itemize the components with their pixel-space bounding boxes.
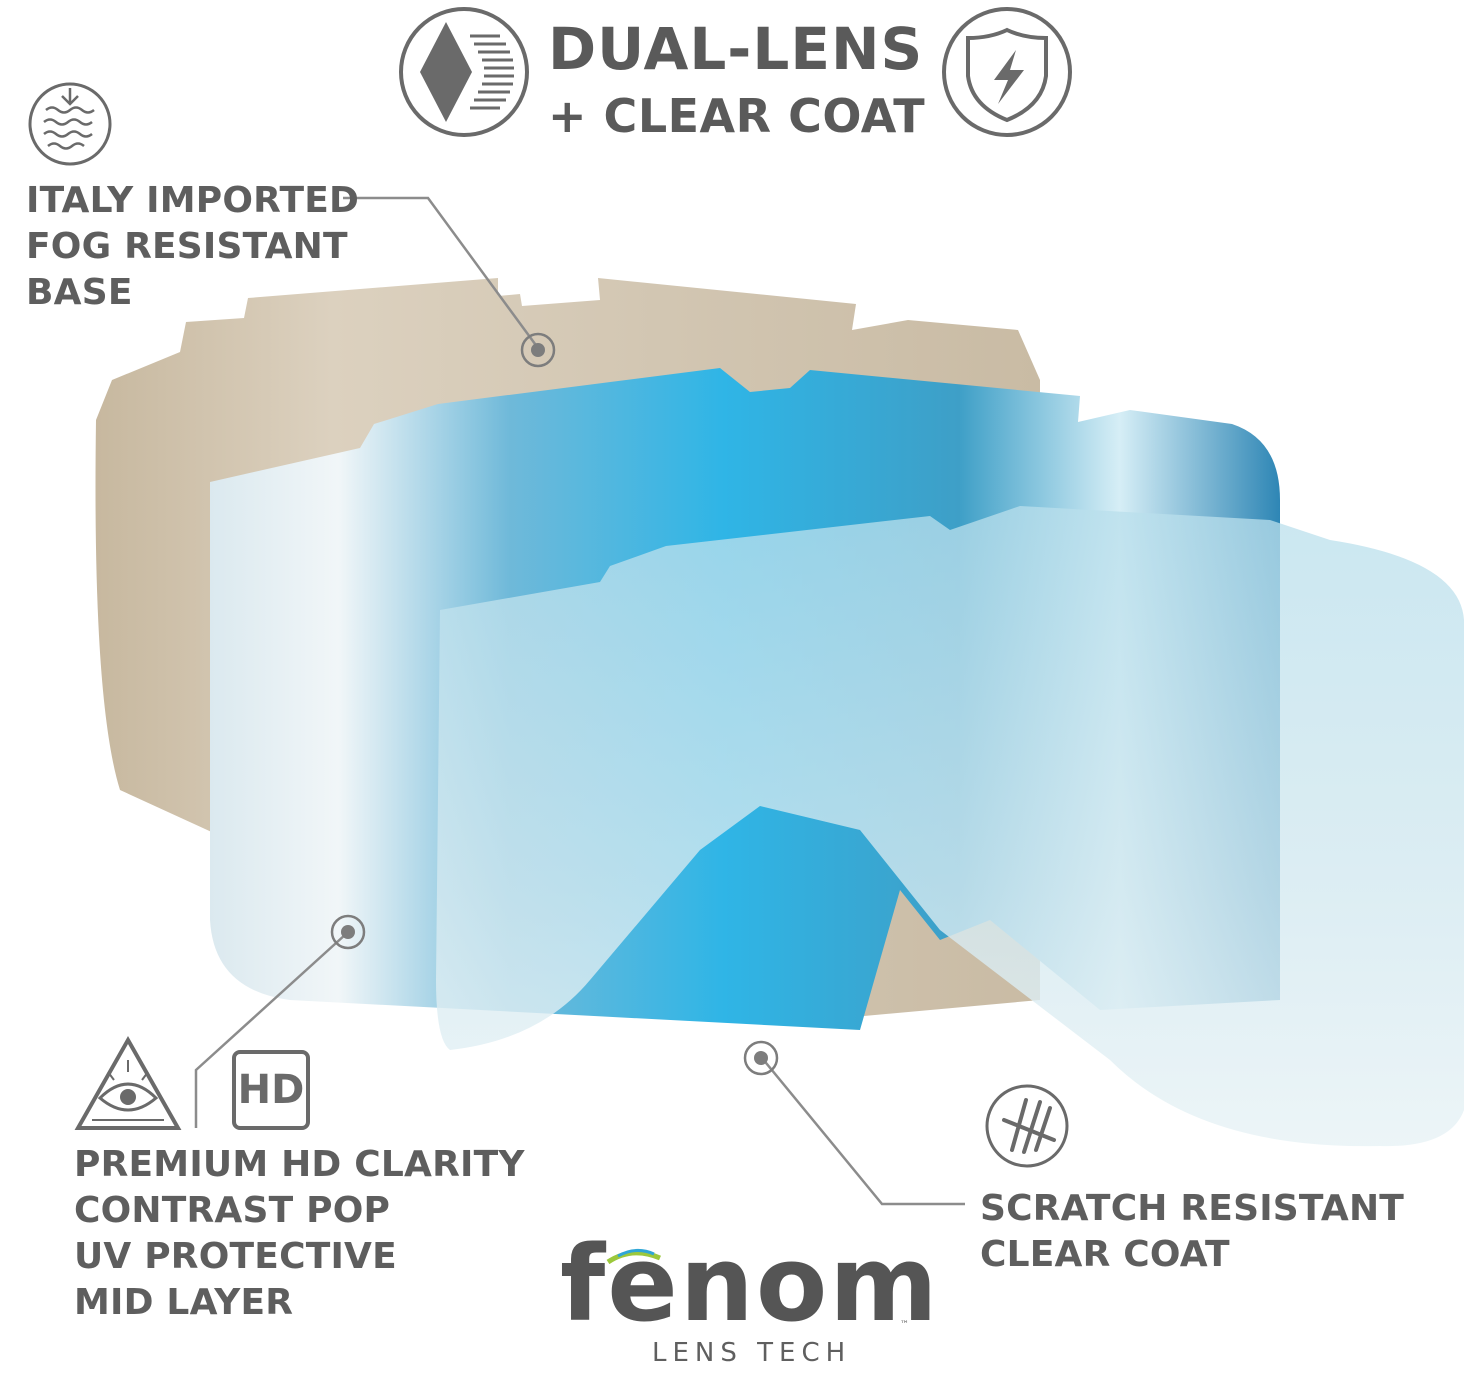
brand-logo: fenom ™ LENS TECH [560,1223,940,1368]
mid-callout-line-1: PREMIUM HD CLARITY [74,1144,525,1185]
page-title: DUAL-LENS + CLEAR COAT [548,16,925,144]
scratch-icon [985,1084,1069,1168]
brand-accent-swoosh-blue [617,1249,655,1258]
base-callout-line [343,196,540,349]
coat-callout-line-2: CLEAR COAT [980,1234,1230,1275]
mid-callout-line-2: CONTRAST POP [74,1190,391,1231]
base-callout-line-1: ITALY IMPORTED [26,180,360,221]
fog-waves-icon [28,82,112,166]
dual-lens-icon [399,7,529,137]
brand-name: fenom [560,1223,940,1345]
base-callout-text: ITALY IMPORTED FOG RESISTANT BASE [26,178,359,316]
hd-icon [232,1050,310,1130]
coat-callout-line [761,1057,965,1206]
base-callout-line-3: BASE [26,272,133,313]
brand-trademark: ™ [900,1320,909,1330]
title-line-1: DUAL-LENS [548,15,924,83]
shield-lightning-icon [942,7,1072,137]
base-callout-line-2: FOG RESISTANT [26,226,348,267]
brand-tagline: LENS TECH [652,1338,852,1368]
clear-lens-shape [436,506,1464,1147]
coat-callout-dot [743,1040,779,1076]
mid-callout-line-4: MID LAYER [74,1282,294,1323]
coat-callout-line-1: SCRATCH RESISTANT [980,1188,1405,1229]
mid-callout-text: PREMIUM HD CLARITY CONTRAST POP UV PROTE… [74,1142,525,1326]
base-callout-dot [520,332,556,368]
mid-callout-line [194,933,347,1128]
mid-callout-line-3: UV PROTECTIVE [74,1236,397,1277]
hd-badge-text: HD [237,1067,305,1113]
coat-callout-text: SCRATCH RESISTANT CLEAR COAT [980,1186,1404,1278]
brand-accent-swoosh [606,1250,661,1265]
title-line-2: + CLEAR COAT [548,89,926,143]
eye-triangle-icon [74,1035,182,1130]
mid-callout-dot [330,914,366,950]
